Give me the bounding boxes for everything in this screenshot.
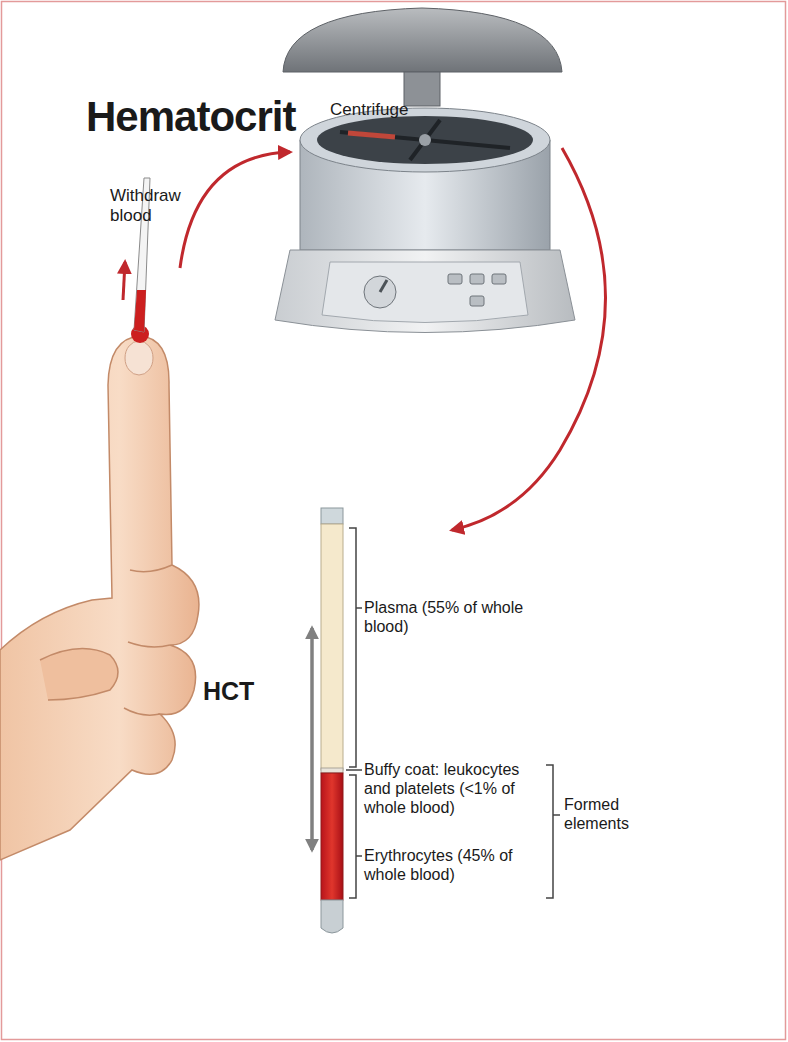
diagram-title: Hematocrit <box>86 92 295 142</box>
step-label: Withdraw blood <box>110 186 200 227</box>
device-label: Centrifuge <box>330 100 408 120</box>
layer-label: Buffy coat: leukocytes and platelets (<1… <box>364 760 542 818</box>
group-label: Formed elements <box>564 795 674 833</box>
layer-label: Plasma (55% of whole blood) <box>364 598 534 636</box>
hct-label: HCT <box>203 676 254 706</box>
layer-label: Erythrocytes (45% of whole blood) <box>364 846 542 884</box>
